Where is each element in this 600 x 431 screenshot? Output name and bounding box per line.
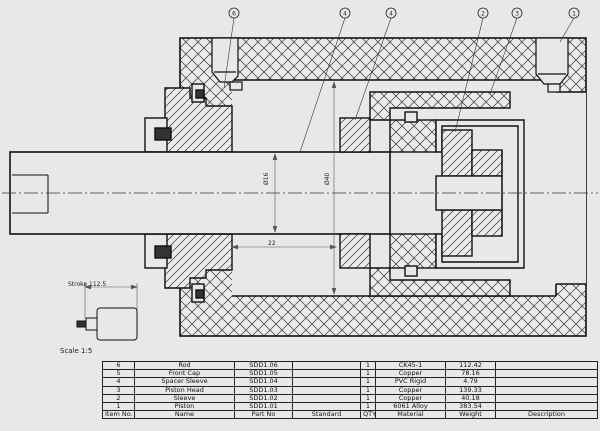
bom-cell [292, 393, 361, 403]
bom-cell [292, 377, 361, 387]
bom-cell: Sleeve [134, 393, 235, 403]
bom-cell: Rod [134, 360, 235, 371]
bom-header-cell: Name [134, 410, 235, 420]
balloon-2-label: 4 [343, 11, 347, 18]
stroke-dimension-label: Stroke 112.5 [68, 281, 106, 288]
bom-cell: 4 [102, 377, 135, 387]
balloon-6: 1 [568, 7, 580, 19]
balloon-4: 2 [477, 7, 489, 19]
bom-cell: Copper [375, 369, 446, 379]
bom-cell [495, 385, 598, 395]
bom-cell: Copper [375, 385, 446, 395]
bom-cell [495, 401, 598, 412]
bom-cell [495, 360, 598, 371]
bom-cell: Front Cap [134, 369, 235, 379]
bom-cell: 78.16 [445, 369, 496, 379]
detail-cylinder [76, 307, 138, 341]
bom-cell [495, 369, 598, 379]
bom-cell: Piston [134, 401, 235, 412]
dimension-rod-diameter [272, 153, 278, 233]
bom-cell: 6 [102, 360, 135, 371]
bom-cell [495, 393, 598, 403]
bom-cell: 1 [360, 360, 376, 371]
bom-cell: 1 [360, 401, 376, 412]
bom-header-cell: Part No [234, 410, 293, 420]
bom-header-cell: Material [375, 410, 446, 420]
bom-cell: 1 [360, 385, 376, 395]
port-right [535, 37, 569, 93]
piston-inner [435, 119, 525, 269]
bom-cell [495, 377, 598, 387]
bom-cell: 4.79 [445, 377, 496, 387]
bom-cell: Copper [375, 393, 446, 403]
bom-cell: 40.18 [445, 393, 496, 403]
bom-cell [292, 385, 361, 395]
detail-view: Stroke 112.5 [68, 281, 138, 341]
port-left [211, 37, 243, 91]
bom-cell [292, 360, 361, 371]
bom-header-cell: Weight [445, 410, 496, 420]
balloon-1: 6 [228, 7, 240, 19]
dimension-bore-diameter [331, 81, 337, 295]
bom-cell: SDD1.04 [234, 377, 293, 387]
bom-cell: SDD1.05 [234, 369, 293, 379]
stroke-dimension [84, 283, 138, 318]
bom-cell: 3 [102, 385, 135, 395]
bom-cell: PVC Rigid [375, 377, 446, 387]
balloon-2: 4 [339, 7, 351, 19]
bom-cell [292, 369, 361, 379]
bom-cell: 1 [102, 401, 135, 412]
bom-cell: Piston Head [134, 385, 235, 395]
bom-cell: 112.42 [445, 360, 496, 371]
balloon-3: 4 [385, 7, 397, 19]
dimension-rod-diameter-label: Ø16 [263, 172, 270, 185]
dimension-length-label: 22 [268, 240, 276, 247]
bom-cell: SDD1.01 [234, 401, 293, 412]
front-cap [144, 83, 233, 303]
balloon-1-label: 6 [232, 11, 236, 18]
balloon-leaders [223, 17, 575, 153]
bom-cell: 2 [102, 393, 135, 403]
bom-cell: 139.33 [445, 385, 496, 395]
bom-header-cell: QTY. [360, 410, 376, 420]
bom-cell: 383.54 [445, 401, 496, 412]
bom-header-cell: Item No. [102, 410, 135, 420]
bom-cell: SDD1.06 [234, 360, 293, 371]
bom-cell: 6061 Alloy [375, 401, 446, 412]
scale-label: Scale 1:5 [60, 347, 93, 355]
dimension-length [231, 244, 337, 250]
balloon-3-label: 4 [389, 11, 393, 18]
balloon-4-label: 2 [481, 11, 485, 18]
balloon-5: 3 [511, 7, 523, 19]
balloon-6-label: 1 [572, 11, 576, 18]
bom-cell: CK45-1 [375, 360, 446, 371]
bom-header-cell: Description [495, 410, 598, 420]
balloon-5-label: 3 [515, 11, 519, 18]
bom-cell: SDD1.02 [234, 393, 293, 403]
bom-cell [292, 401, 361, 412]
piston-head [369, 91, 511, 297]
bom-cell: SDD1.03 [234, 385, 293, 395]
spacer-sleeve [339, 117, 371, 269]
dimension-bore-diameter-label: Ø40 [324, 172, 331, 185]
bom-cell: 1 [360, 393, 376, 403]
bom-cell: 1 [360, 369, 376, 379]
bom-cell: Spacer Sleeve [134, 377, 235, 387]
bom-header-cell: Standard [292, 410, 361, 420]
bom-cell: 1 [360, 377, 376, 387]
bom-cell: 5 [102, 369, 135, 379]
